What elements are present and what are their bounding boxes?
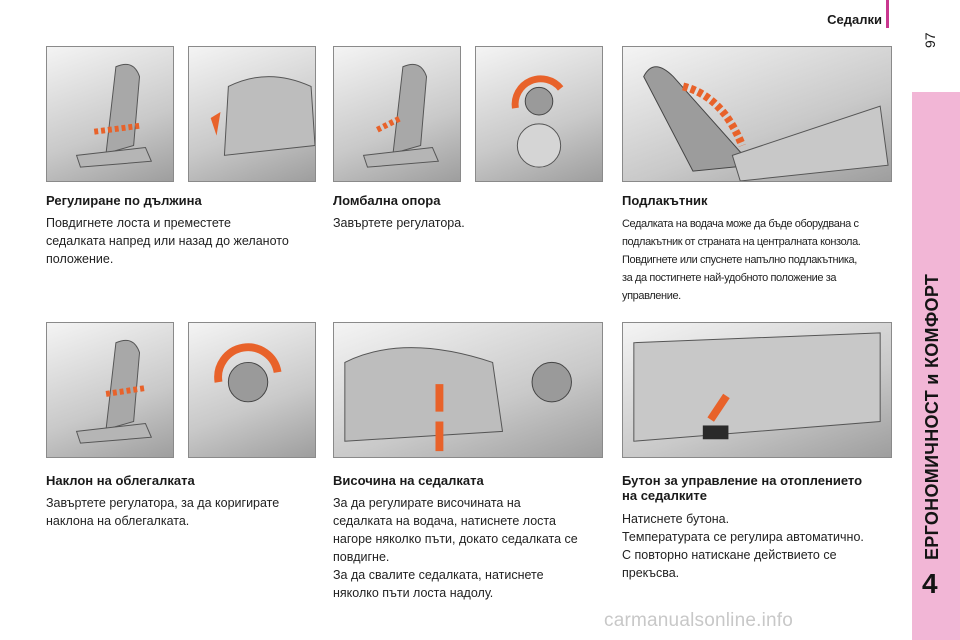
- fore-aft-title: Регулиране по дължина: [46, 193, 202, 208]
- heating-body: Натиснете бутона. Температурата се регул…: [622, 512, 864, 580]
- watermark-text: carmanualsonline.info: [604, 610, 794, 631]
- height-title: Височина на седалката: [333, 473, 484, 488]
- lumbar-body: Завъртете регулатора.: [333, 216, 465, 230]
- lumbar-seat-photo: [333, 46, 461, 182]
- height-body: За да регулирате височината на седалката…: [333, 496, 578, 600]
- chapter-side-tab: [912, 92, 960, 640]
- lumbar-knob-photo: [475, 46, 603, 182]
- chapter-number: 4: [922, 568, 938, 599]
- recline-knob-photo: [188, 322, 316, 458]
- fore-aft-body: Повдигнете лоста и преместете седалката …: [46, 216, 289, 266]
- lumbar-title: Ломбална опора: [333, 193, 441, 208]
- armrest-title: Подлакътник: [622, 193, 708, 208]
- page-header-title: Седалки: [827, 12, 882, 27]
- height-lever-photo: [333, 322, 603, 458]
- chapter-title: ЕРГОНОМИЧНОСТ и КОМФОРТ: [922, 273, 942, 560]
- page-number: 97: [922, 32, 938, 48]
- header-accent-bar: [886, 0, 889, 28]
- recline-body: Завъртете регулатора, за да коригирате н…: [46, 496, 280, 528]
- seat-fore-aft-photo: [46, 46, 174, 182]
- seat-lever-photo: [188, 46, 316, 182]
- armrest-body: Седалката на водача може да бъде оборудв…: [622, 218, 861, 302]
- heating-title: Бутон за управление на отоплението на се…: [622, 473, 863, 503]
- recline-seat-photo: [46, 322, 174, 458]
- heating-button-photo: [622, 322, 892, 458]
- armrest-photo: [622, 46, 892, 182]
- recline-title: Наклон на облегалката: [46, 473, 195, 488]
